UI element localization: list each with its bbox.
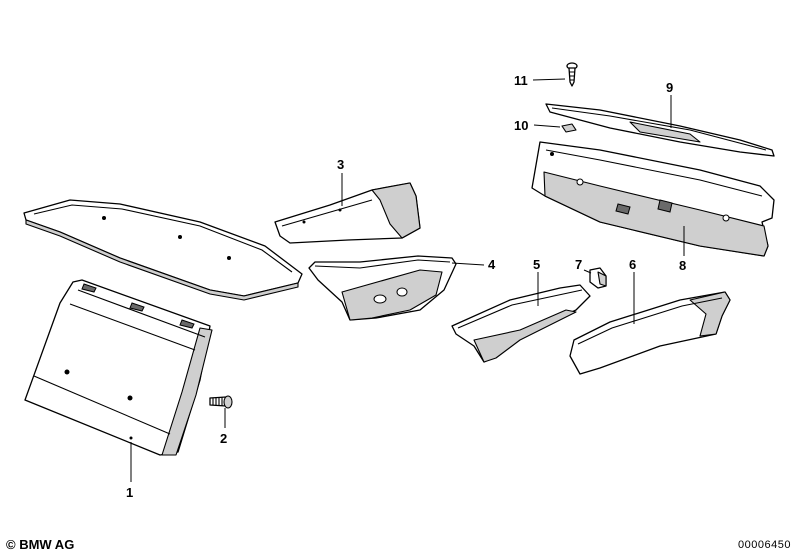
callout-10: 10 [514, 118, 528, 133]
callout-5: 5 [533, 257, 540, 272]
rear-panel-part [24, 279, 213, 456]
cross-member-part-8 [531, 141, 775, 257]
side-member-part-6 [569, 291, 731, 375]
callout-1: 1 [126, 485, 133, 500]
callout-9: 9 [666, 80, 673, 95]
callout-4: 4 [488, 257, 496, 272]
parcel-shelf-part [23, 199, 303, 301]
copyright-label: © BMW AG [6, 537, 75, 552]
screw-part-2 [209, 395, 233, 409]
callout-11: 11 [514, 73, 528, 88]
screw-part-11 [566, 62, 578, 87]
callout-8: 8 [679, 258, 686, 273]
support-part-4 [308, 255, 457, 321]
diagram-number: 00006450 [738, 539, 791, 551]
clip-part-7 [589, 267, 607, 289]
leader-lines [130, 78, 685, 482]
bracket-part-3 [274, 182, 421, 244]
callout-2: 2 [220, 431, 227, 446]
callout-6: 6 [629, 257, 636, 272]
callout-3: 3 [337, 157, 344, 172]
cover-strip-part-9 [545, 103, 775, 157]
callout-7: 7 [575, 257, 582, 272]
nut-part-10 [561, 123, 577, 133]
trim-part-5 [451, 284, 591, 363]
